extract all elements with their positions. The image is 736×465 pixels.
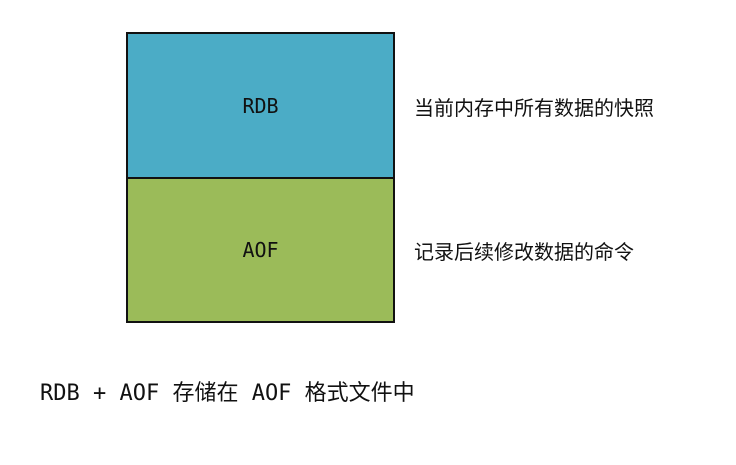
rdb-description: 当前内存中所有数据的快照 [414, 96, 654, 120]
rdb-block-label: RDB [242, 93, 279, 118]
aof-block-label: AOF [242, 238, 279, 262]
rdb-block: RDB [126, 32, 395, 179]
footer-note: RDB + AOF 存储在 AOF 格式文件中 [40, 381, 415, 406]
aof-description: 记录后续修改数据的命令 [414, 240, 634, 264]
aof-block: AOF [126, 177, 395, 323]
